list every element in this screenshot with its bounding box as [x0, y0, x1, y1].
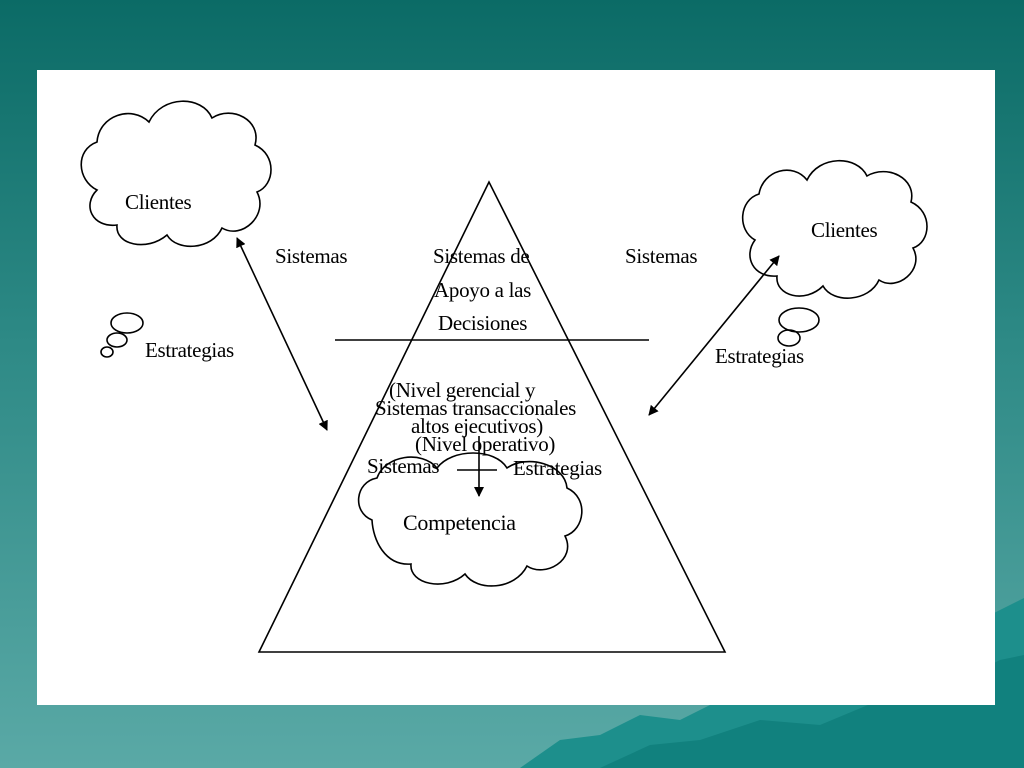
pyramid-middle-line-3: altos ejecutivos): [411, 414, 543, 438]
arrow-left: [236, 237, 328, 431]
cloud-right-bubble-1: [778, 307, 820, 333]
diagram-panel: Clientes Sistemas Estrategias Clientes S…: [37, 70, 995, 705]
cloud-left-bubble-1: [110, 312, 144, 334]
cloud-left: [80, 100, 272, 248]
pyramid-top-line-2: Apoyo a las: [434, 278, 532, 302]
pyramid-middle-line-2: Sistemas transaccionales: [375, 396, 576, 420]
clients-left-label: Clientes: [125, 190, 192, 214]
pyramid-middle-line-4: (Nivel operativo): [415, 432, 556, 456]
sistemas-bottom-label: Sistemas: [367, 454, 440, 478]
clients-right-label: Clientes: [811, 218, 878, 242]
pyramid-top-line-3: Decisiones: [438, 311, 528, 335]
sistemas-right-label: Sistemas: [625, 244, 698, 268]
diagram-drawing: [80, 100, 928, 653]
cloud-left-bubble-3: [100, 346, 114, 358]
sistemas-left-label: Sistemas: [275, 244, 348, 268]
pyramid-outline: [257, 180, 727, 653]
competencia-label: Competencia: [403, 510, 516, 535]
pyramid-middle-line-1: (Nivel gerencial y: [389, 378, 536, 402]
cloud-left-bubble-2: [106, 332, 128, 348]
estrategias-left-label: Estrategias: [145, 338, 234, 362]
arrow-right: [648, 255, 780, 416]
estrategias-right-label: Estrategias: [715, 344, 804, 368]
cloud-competencia: [357, 452, 583, 587]
pyramid-top-line-1: Sistemas de: [433, 244, 530, 268]
cloud-right: [741, 159, 928, 299]
estrategias-bottom-label: Estrategias: [513, 456, 602, 480]
